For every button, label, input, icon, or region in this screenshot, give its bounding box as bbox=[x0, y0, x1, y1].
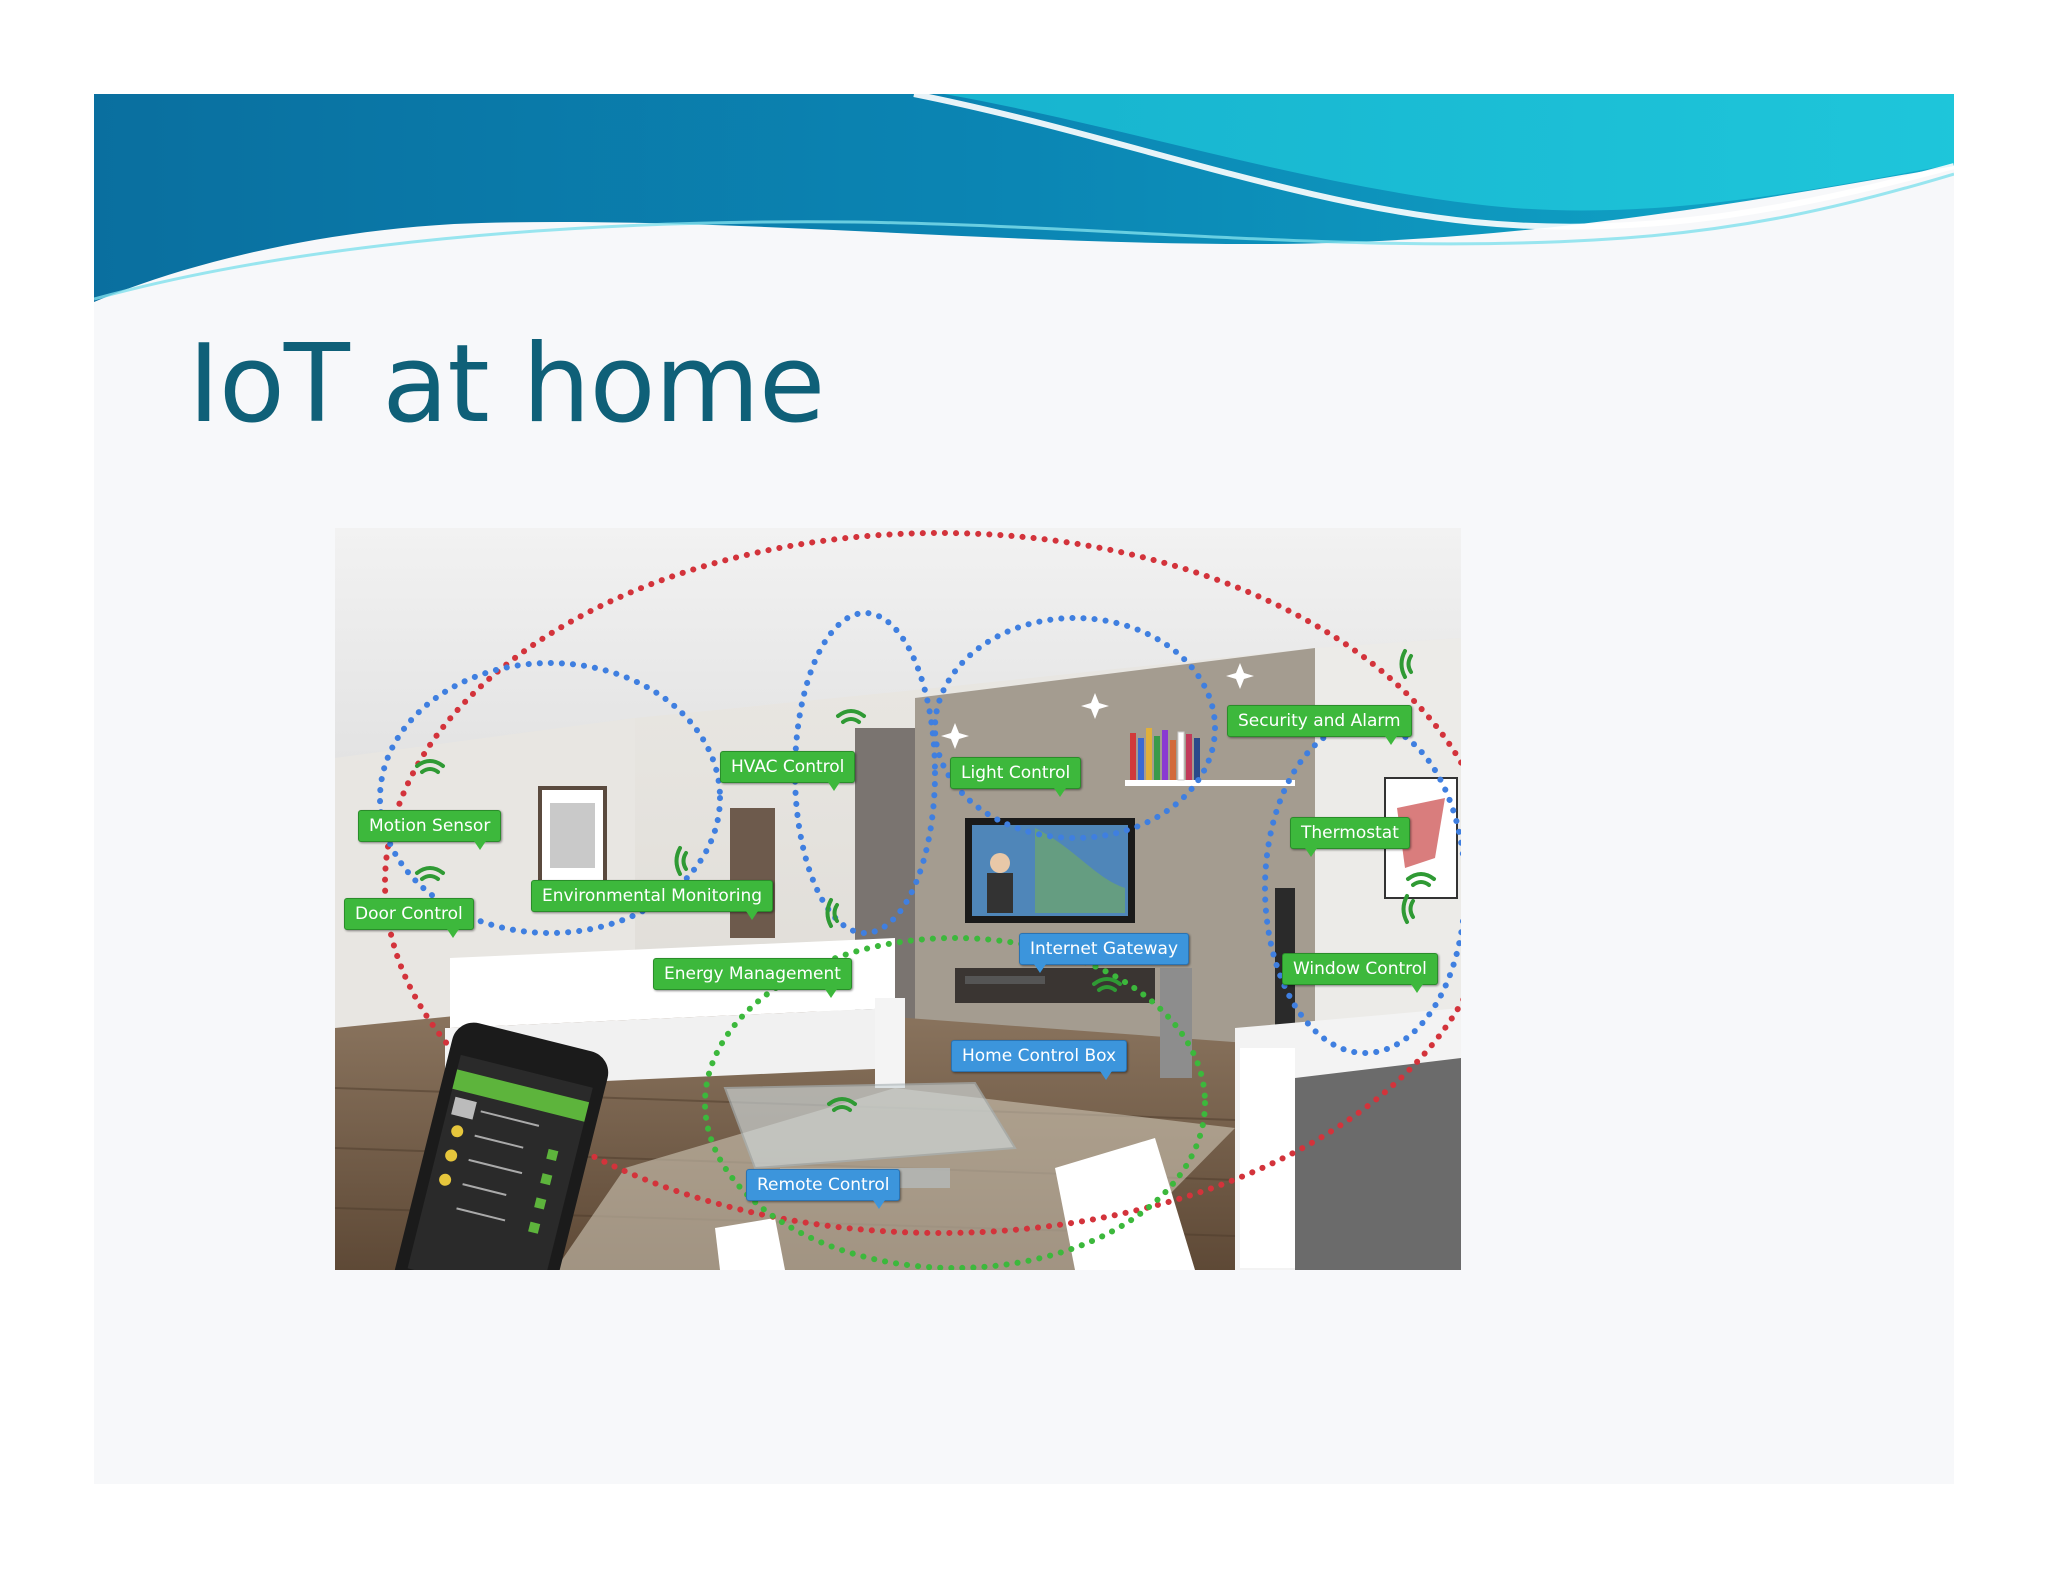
label-internet-gateway: Internet Gateway bbox=[1019, 933, 1190, 973]
label-environmental-monitoring: Environmental Monitoring bbox=[531, 880, 774, 920]
label-door-control: Door Control bbox=[344, 898, 474, 938]
label-motion-sensor: Motion Sensor bbox=[358, 810, 502, 850]
living-room-scene bbox=[335, 528, 1461, 1270]
label-window-control: Window Control bbox=[1282, 953, 1438, 993]
label-hvac-control: HVAC Control bbox=[720, 751, 856, 791]
label-energy-management: Energy Management bbox=[653, 958, 852, 998]
label-light-control: Light Control bbox=[950, 757, 1082, 797]
header-wave-banner bbox=[94, 94, 1954, 302]
label-remote-control: Remote Control bbox=[746, 1169, 901, 1209]
slide-title: IoT at home bbox=[188, 322, 825, 447]
label-security-and-alarm: Security and Alarm bbox=[1227, 705, 1412, 745]
label-thermostat: Thermostat bbox=[1290, 817, 1410, 857]
smart-home-illustration: Security and Alarm HVAC Control Light Co… bbox=[335, 528, 1461, 1270]
slide: IoT at home bbox=[94, 94, 1954, 1484]
label-home-control-box: Home Control Box bbox=[951, 1040, 1128, 1080]
